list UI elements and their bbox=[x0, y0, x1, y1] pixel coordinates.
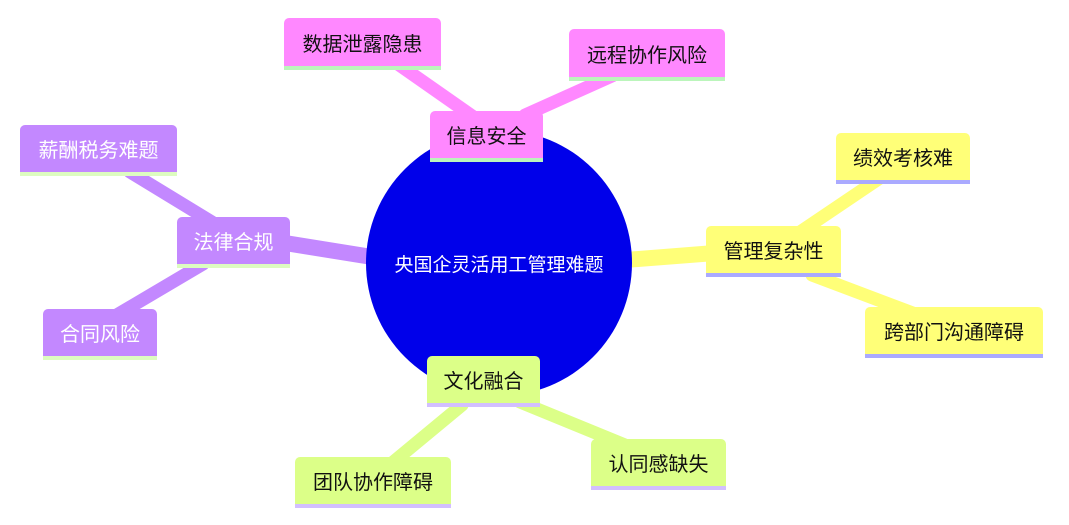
leaf-salary-tax[interactable]: 薪酬税务难题 bbox=[20, 125, 177, 176]
node-label: 认同感缺失 bbox=[608, 452, 709, 476]
link-root-management bbox=[617, 245, 723, 268]
link-legal-contract bbox=[108, 257, 210, 323]
branch-management[interactable]: 管理复杂性 bbox=[706, 226, 841, 277]
leaf-remote-risk[interactable]: 远程协作风险 bbox=[569, 29, 725, 81]
link-culture-team bbox=[385, 398, 469, 470]
leaf-cross-dept[interactable]: 跨部门沟通障碍 bbox=[865, 307, 1043, 358]
branch-info-security[interactable]: 信息安全 bbox=[430, 111, 543, 162]
leaf-contract-risk[interactable]: 合同风险 bbox=[43, 309, 157, 360]
link-culture-identity bbox=[513, 395, 632, 452]
node-label: 远程协作风险 bbox=[587, 42, 707, 67]
branch-legal[interactable]: 法律合规 bbox=[177, 217, 290, 268]
root-node[interactable]: 央国企灵活用工管理难题 bbox=[366, 130, 632, 396]
link-root-legal bbox=[277, 235, 380, 265]
link-mgmt-kpi bbox=[793, 171, 887, 239]
node-label: 信息安全 bbox=[446, 124, 527, 148]
leaf-team-collab[interactable]: 团队协作障碍 bbox=[295, 457, 451, 508]
node-label: 团队协作障碍 bbox=[313, 470, 433, 494]
node-label: 管理复杂性 bbox=[723, 239, 824, 263]
node-label: 绩效考核难 bbox=[853, 146, 953, 170]
node-label: 合同风险 bbox=[60, 322, 140, 346]
branch-culture[interactable]: 文化融合 bbox=[427, 356, 540, 407]
leaf-data-leak[interactable]: 数据泄露隐患 bbox=[284, 18, 441, 70]
node-label: 跨部门沟通障碍 bbox=[884, 320, 1024, 344]
leaf-kpi[interactable]: 绩效考核难 bbox=[836, 133, 970, 184]
link-info-data-leak bbox=[388, 55, 482, 125]
node-label: 文化融合 bbox=[443, 369, 524, 393]
node-label: 薪酬税务难题 bbox=[38, 138, 159, 162]
root-label: 央国企灵活用工管理难题 bbox=[394, 253, 604, 276]
node-label: 法律合规 bbox=[193, 230, 274, 254]
leaf-identity[interactable]: 认同感缺失 bbox=[591, 439, 726, 490]
link-info-remote bbox=[518, 69, 619, 122]
link-legal-salary bbox=[123, 165, 219, 229]
node-label: 数据泄露隐患 bbox=[302, 31, 423, 56]
